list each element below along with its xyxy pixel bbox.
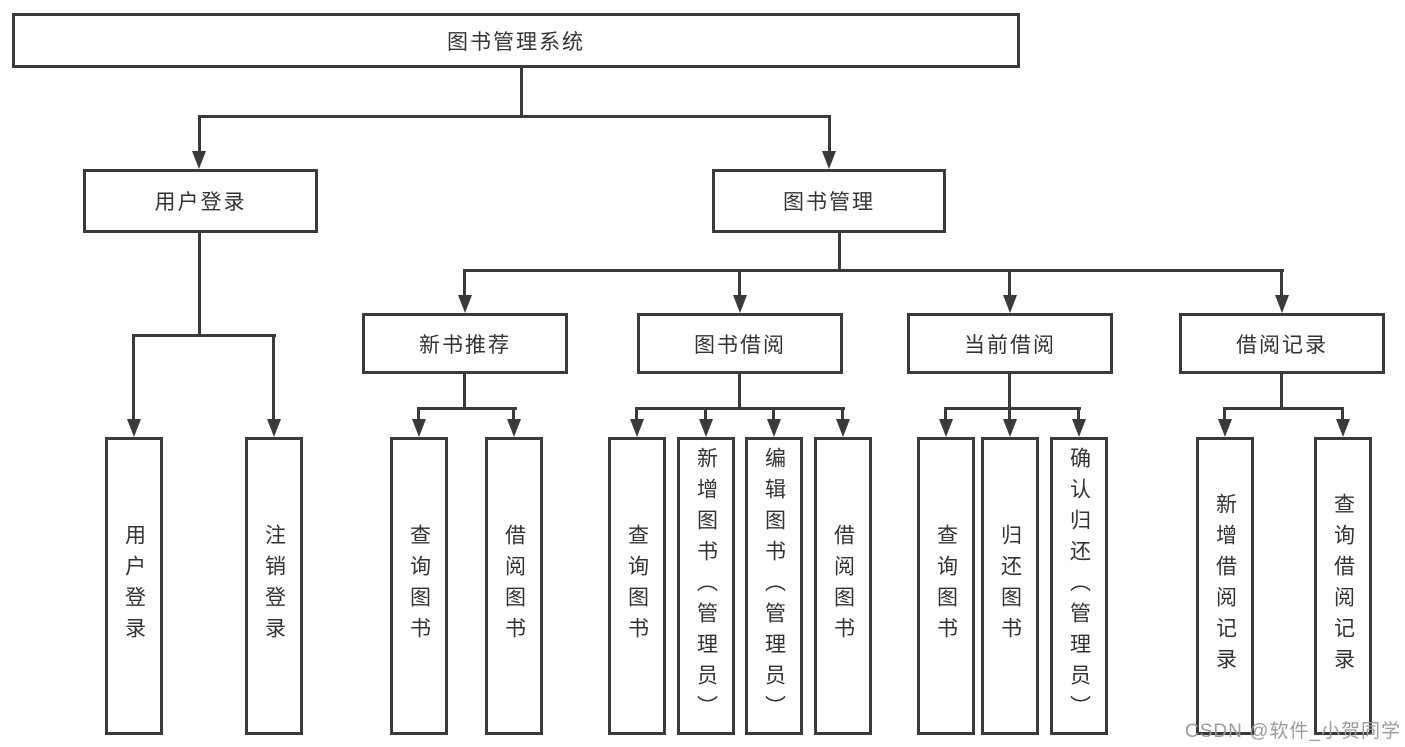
leaf-label: 查询图书: [625, 524, 649, 648]
leaf-borrow-books-recommend: 借阅图书: [485, 437, 543, 735]
leaf-label: 确认归还（管理员）: [1067, 446, 1091, 726]
node-current-borrowing: 当前借阅: [907, 313, 1113, 374]
connector-line: [1280, 374, 1283, 410]
connector-line: [1077, 407, 1080, 422]
leaf-user-login: 用户登录: [105, 437, 163, 735]
connector-line: [463, 269, 466, 298]
connector-line: [1280, 269, 1283, 298]
connector-line: [738, 374, 741, 410]
connector-line: [512, 407, 515, 422]
connector-line: [828, 115, 831, 153]
leaf-label: 新增借阅记录: [1213, 493, 1237, 679]
arrow-down-icon: [733, 295, 747, 313]
arrow-down-icon: [822, 151, 836, 169]
connector-line: [198, 115, 201, 153]
connector-line: [1223, 407, 1226, 422]
leaf-label: 查询图书: [407, 524, 431, 648]
leaf-label: 用户登录: [122, 524, 146, 648]
node-library-management-system: 图书管理系统: [12, 13, 1020, 68]
leaf-edit-book-admin: 编辑图书（管理员）: [745, 437, 803, 735]
connector-line: [520, 68, 523, 118]
arrow-down-icon: [767, 419, 781, 437]
arrow-down-icon: [1336, 419, 1350, 437]
node-book-management: 图书管理: [712, 169, 946, 233]
connector-line: [198, 233, 201, 337]
connector-line: [417, 407, 517, 410]
leaf-query-borrow-record: 查询借阅记录: [1314, 437, 1372, 735]
connector-line: [1008, 407, 1011, 422]
connector-line: [198, 115, 831, 118]
leaf-label: 查询借阅记录: [1331, 493, 1355, 679]
connector-line: [704, 407, 707, 422]
connector-line: [132, 334, 276, 337]
leaf-borrow-books: 借阅图书: [814, 437, 872, 735]
connector-line: [1341, 407, 1344, 422]
leaf-add-book-admin: 新增图书（管理员）: [677, 437, 735, 735]
node-user-login: 用户登录: [83, 169, 318, 233]
leaf-logout: 注销登录: [245, 437, 303, 735]
arrow-down-icon: [939, 419, 953, 437]
connector-line: [417, 407, 420, 422]
connector-line: [1008, 269, 1011, 298]
connector-line: [132, 334, 135, 422]
leaf-add-borrow-record: 新增借阅记录: [1196, 437, 1254, 735]
connector-line: [841, 407, 844, 422]
arrow-down-icon: [1003, 419, 1017, 437]
connector-line: [635, 407, 638, 422]
connector-line: [944, 407, 1081, 410]
connector-line: [772, 407, 775, 422]
node-borrowing-records: 借阅记录: [1179, 313, 1385, 374]
leaf-label: 归还图书: [998, 524, 1022, 648]
arrow-down-icon: [192, 151, 206, 169]
arrow-down-icon: [836, 419, 850, 437]
leaf-label: 编辑图书（管理员）: [762, 446, 786, 726]
leaf-confirm-return-admin: 确认归还（管理员）: [1050, 437, 1108, 735]
connector-line: [272, 334, 275, 422]
arrow-down-icon: [127, 419, 141, 437]
leaf-return-books: 归还图书: [981, 437, 1039, 735]
leaf-label: 借阅图书: [502, 524, 526, 648]
connector-line: [635, 407, 845, 410]
leaf-query-books-recommend: 查询图书: [390, 437, 448, 735]
leaf-label: 新增图书（管理员）: [694, 446, 718, 726]
connector-line: [1223, 407, 1344, 410]
connector-line: [738, 269, 741, 298]
leaf-query-books-current: 查询图书: [917, 437, 975, 735]
arrow-down-icon: [1218, 419, 1232, 437]
arrow-down-icon: [507, 419, 521, 437]
node-new-book-recommend: 新书推荐: [362, 313, 568, 374]
connector-line: [944, 407, 947, 422]
arrow-down-icon: [1072, 419, 1086, 437]
leaf-label: 注销登录: [262, 524, 286, 648]
leaf-label: 查询图书: [934, 524, 958, 648]
connector-line: [463, 269, 1284, 272]
connector-line: [463, 374, 466, 410]
arrow-down-icon: [630, 419, 644, 437]
leaf-query-books-borrowing: 查询图书: [608, 437, 666, 735]
arrow-down-icon: [458, 295, 472, 313]
node-book-borrowing: 图书借阅: [637, 313, 843, 374]
leaf-label: 借阅图书: [831, 524, 855, 648]
arrow-down-icon: [699, 419, 713, 437]
connector-line: [1008, 374, 1011, 410]
arrow-down-icon: [1003, 295, 1017, 313]
arrow-down-icon: [412, 419, 426, 437]
connector-line: [838, 233, 841, 272]
arrow-down-icon: [267, 419, 281, 437]
csdn-watermark: CSDN @软件_小贺同学: [1185, 721, 1401, 742]
arrow-down-icon: [1275, 295, 1289, 313]
